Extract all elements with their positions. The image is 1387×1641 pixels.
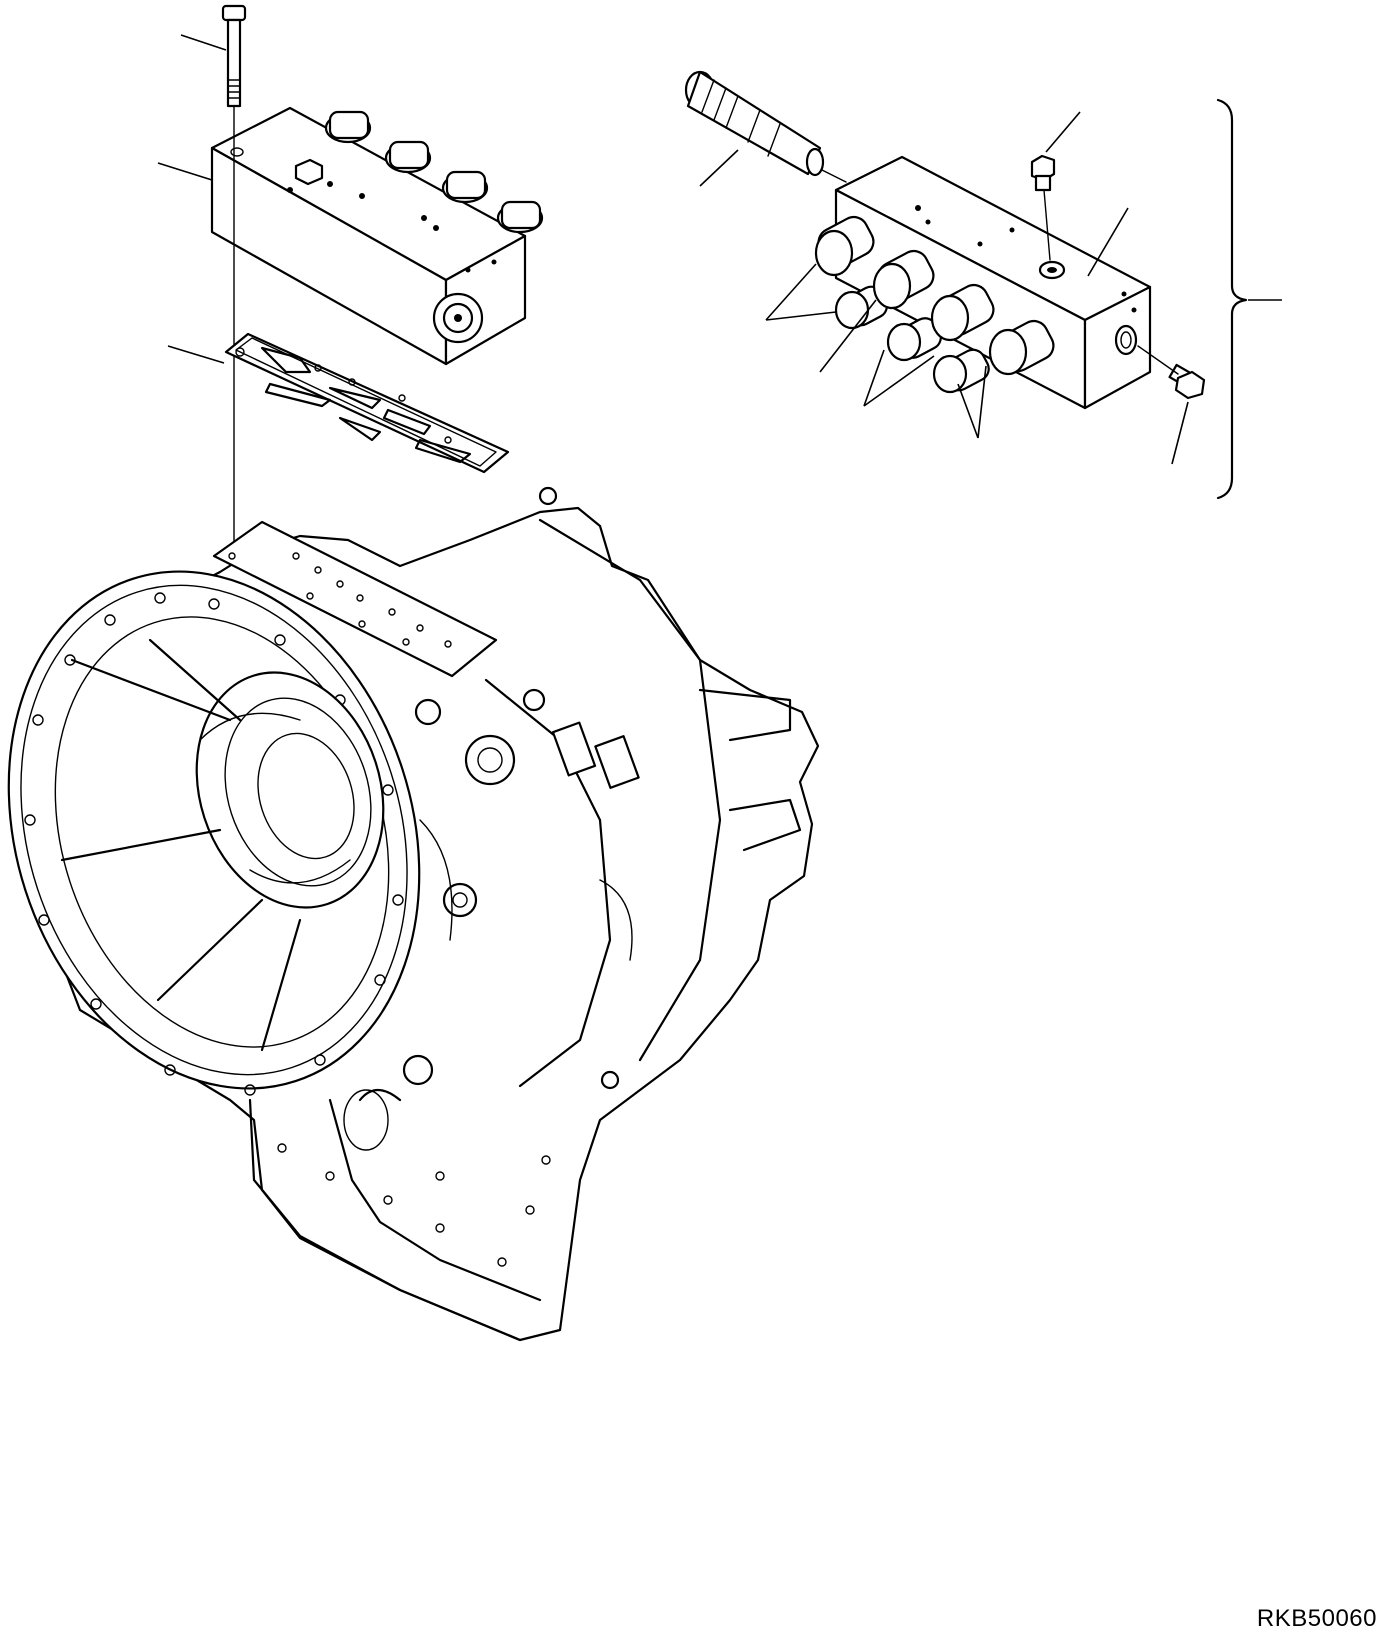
figure-code: RKB50060 [1256, 1605, 1377, 1632]
bolt-leader [180, 34, 227, 51]
valve-body-leader [157, 162, 213, 181]
plug-small-part [1168, 363, 1206, 400]
solenoid-leader-c1 [863, 349, 885, 407]
spool-leader [699, 149, 739, 187]
control-valve-body-part [210, 106, 544, 366]
pad-holes [228, 552, 452, 648]
plug-small-leader [1171, 401, 1189, 465]
solenoid-valve-part [684, 70, 825, 177]
plug-small-axis [1137, 345, 1179, 375]
gasket-part [224, 332, 510, 474]
flange-holes [24, 592, 404, 1096]
plug-axis [1043, 189, 1051, 261]
solenoid-leader-a2 [765, 311, 837, 321]
solenoid-leader-d2 [977, 365, 987, 439]
gasket-leader [167, 345, 225, 364]
solenoid-row [324, 110, 544, 234]
valve-block-part [814, 155, 1152, 410]
plug-part [1030, 154, 1056, 192]
spool-axis [821, 169, 847, 183]
transmission-housing-part [7, 486, 820, 1342]
valve-block-leader [1087, 207, 1129, 277]
solenoid-leader-d1 [957, 383, 979, 439]
solenoid-leader-b [819, 299, 877, 373]
solenoid-leader-c2 [863, 355, 935, 407]
bolt-part [221, 4, 247, 108]
plug-leader [1045, 111, 1081, 153]
assembly-brace [1216, 98, 1248, 500]
solenoid-leader-a1 [765, 263, 817, 321]
valve-block-solenoids [814, 215, 1055, 394]
